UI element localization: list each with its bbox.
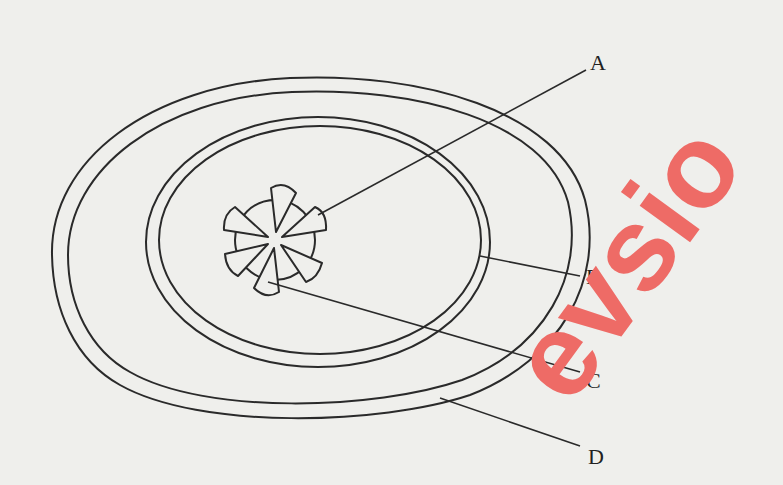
xylem-arm (282, 207, 326, 237)
epidermis-outline (52, 77, 590, 418)
xylem-arm (225, 244, 268, 276)
part-label: A (590, 52, 606, 74)
watermark: evsio (489, 105, 762, 418)
leader-line (318, 70, 586, 215)
pericycle-ring (159, 126, 481, 354)
endodermis-ring (146, 117, 490, 367)
cortex-outline (68, 92, 572, 404)
xylem-arm (281, 245, 322, 282)
part-label: D (588, 446, 604, 468)
leader-line (440, 398, 580, 446)
xylem-arm (224, 207, 268, 237)
xylem-arm (271, 185, 296, 232)
